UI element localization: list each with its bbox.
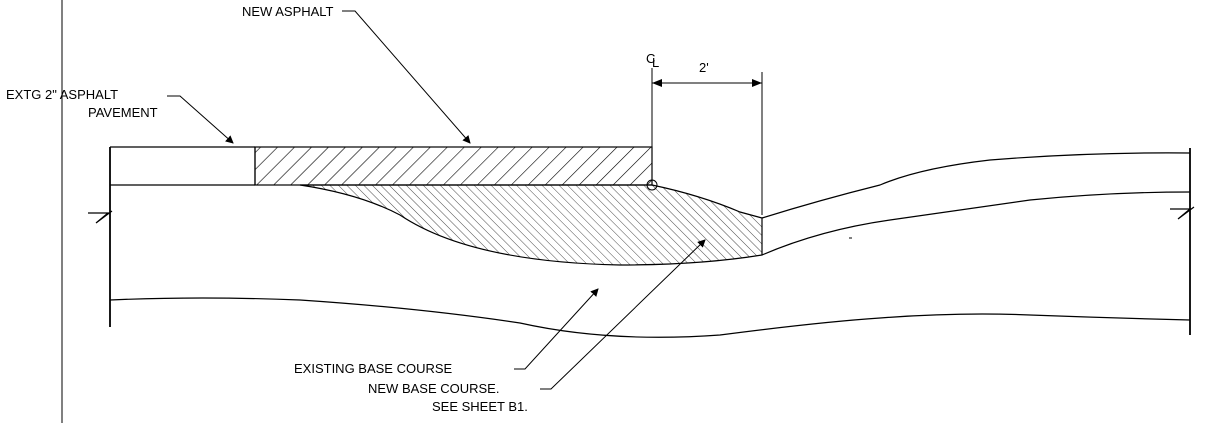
break-line-right (1170, 206, 1195, 220)
existing-asphalt-label-2: PAVEMENT (88, 105, 158, 120)
existing-asphalt-layer (109, 146, 256, 327)
new-base-course-area (299, 184, 763, 266)
new-base-label-1: NEW BASE COURSE. (368, 381, 499, 396)
existing-asphalt-callout: EXTG 2" ASPHALT PAVEMENT (6, 87, 234, 144)
new-asphalt-layer (254, 146, 653, 186)
dimension-2ft: 2' (652, 60, 763, 215)
new-asphalt-callout: NEW ASPHALT (242, 4, 471, 144)
break-line-left (88, 210, 113, 224)
centerline-symbol: C (646, 51, 655, 66)
centerline-subscript: L (652, 55, 659, 70)
existing-base-label: EXISTING BASE COURSE (294, 361, 453, 376)
existing-asphalt-label-1: EXTG 2" ASPHALT (6, 87, 118, 102)
existing-base-top (109, 297, 1191, 338)
existing-asphalt-right (761, 148, 1191, 335)
existing-base-callout: EXISTING BASE COURSE (294, 288, 599, 376)
new-base-label-2: SEE SHEET B1. (432, 399, 528, 414)
dimension-label: 2' (699, 60, 709, 75)
new-asphalt-label: NEW ASPHALT (242, 4, 334, 19)
new-base-callout: NEW BASE COURSE. SEE SHEET B1. (368, 239, 706, 414)
